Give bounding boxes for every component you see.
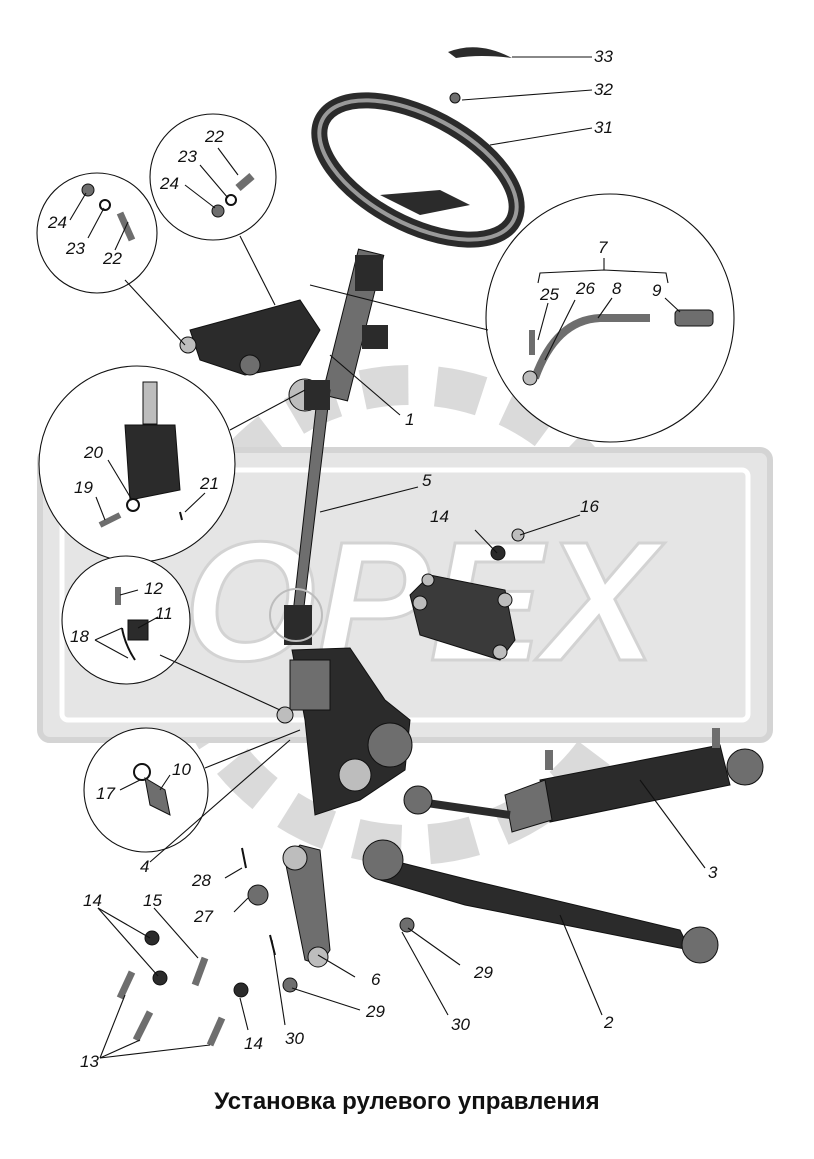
bolt-13-b bbox=[132, 1010, 154, 1042]
label-14-b: 14 bbox=[244, 1034, 263, 1053]
nut-27 bbox=[247, 884, 269, 906]
label-3: 3 bbox=[708, 863, 718, 882]
steering-assembly-diagram: OPEX bbox=[36, 47, 773, 1071]
label-26: 26 bbox=[575, 279, 595, 298]
pitman-arm bbox=[282, 844, 331, 968]
adapter-plate bbox=[409, 573, 516, 661]
label-23-left: 23 bbox=[65, 239, 85, 258]
label-29-left: 29 bbox=[365, 1002, 385, 1021]
label-7: 7 bbox=[598, 238, 608, 257]
detail-parts-top bbox=[211, 172, 255, 218]
label-16: 16 bbox=[580, 497, 599, 516]
label-14-plate: 14 bbox=[430, 507, 449, 526]
detail-parts-19-21 bbox=[98, 381, 183, 528]
label-30-right: 30 bbox=[451, 1015, 470, 1034]
horn-cap bbox=[448, 47, 512, 58]
wheel-nut bbox=[449, 92, 461, 104]
detail-circle-22-24-left bbox=[36, 172, 158, 294]
label-28: 28 bbox=[191, 871, 211, 890]
nut-29-b bbox=[399, 917, 415, 933]
steering-gear bbox=[276, 647, 413, 816]
power-cylinder bbox=[403, 728, 764, 833]
label-31: 31 bbox=[594, 118, 613, 137]
label-13: 13 bbox=[80, 1052, 99, 1071]
detail-circle-22-24-top bbox=[149, 113, 277, 241]
label-24-top: 24 bbox=[159, 174, 179, 193]
label-15: 15 bbox=[143, 891, 162, 910]
detail-parts-10-17 bbox=[133, 763, 171, 816]
label-17: 17 bbox=[96, 784, 115, 803]
nut-16 bbox=[511, 528, 525, 542]
watermark-logo: OPEX bbox=[37, 365, 773, 865]
diagram-caption: Установка рулевого управления bbox=[214, 1088, 600, 1115]
label-21: 21 bbox=[199, 474, 219, 493]
label-23-top: 23 bbox=[177, 147, 197, 166]
label-6: 6 bbox=[371, 970, 381, 989]
washer-14-plate bbox=[490, 545, 506, 561]
label-11: 11 bbox=[155, 604, 173, 623]
label-24-left: 24 bbox=[47, 213, 67, 232]
steering-column bbox=[321, 248, 388, 402]
label-19: 19 bbox=[74, 478, 93, 497]
label-27: 27 bbox=[193, 907, 213, 926]
cotter-pin-28 bbox=[241, 847, 247, 869]
label-2: 2 bbox=[603, 1013, 614, 1032]
leader-lines bbox=[69, 56, 706, 1059]
washer-14-a bbox=[144, 930, 160, 946]
label-12: 12 bbox=[144, 579, 163, 598]
label-20: 20 bbox=[83, 443, 103, 462]
label-18: 18 bbox=[70, 627, 89, 646]
label-9: 9 bbox=[652, 281, 662, 300]
detail-circle-10-17 bbox=[83, 727, 209, 853]
detail-parts-11-18 bbox=[115, 587, 149, 661]
label-10: 10 bbox=[172, 760, 191, 779]
label-8: 8 bbox=[612, 279, 622, 298]
nut-29-a bbox=[282, 977, 298, 993]
label-25: 25 bbox=[539, 285, 559, 304]
label-29-right: 29 bbox=[473, 963, 493, 982]
part-labels: 33 32 31 22 23 24 24 23 22 7 25 26 8 9 1… bbox=[47, 47, 718, 1071]
bolt-13-a bbox=[116, 970, 136, 1000]
label-22-top: 22 bbox=[204, 127, 224, 146]
label-5: 5 bbox=[422, 471, 432, 490]
washer-14-c bbox=[233, 982, 249, 998]
label-32: 32 bbox=[594, 80, 613, 99]
label-30-left: 30 bbox=[285, 1029, 304, 1048]
label-22-left: 22 bbox=[102, 249, 122, 268]
detail-circle-11-18 bbox=[61, 555, 191, 685]
label-33: 33 bbox=[594, 47, 613, 66]
steering-wheel bbox=[311, 92, 525, 248]
label-14-a: 14 bbox=[83, 891, 102, 910]
label-4: 4 bbox=[140, 857, 149, 876]
label-1: 1 bbox=[405, 410, 414, 429]
bolt-13-c bbox=[206, 1016, 226, 1047]
intermediate-shaft bbox=[269, 380, 331, 645]
tie-rod bbox=[362, 839, 719, 964]
bolt-15 bbox=[191, 956, 209, 987]
